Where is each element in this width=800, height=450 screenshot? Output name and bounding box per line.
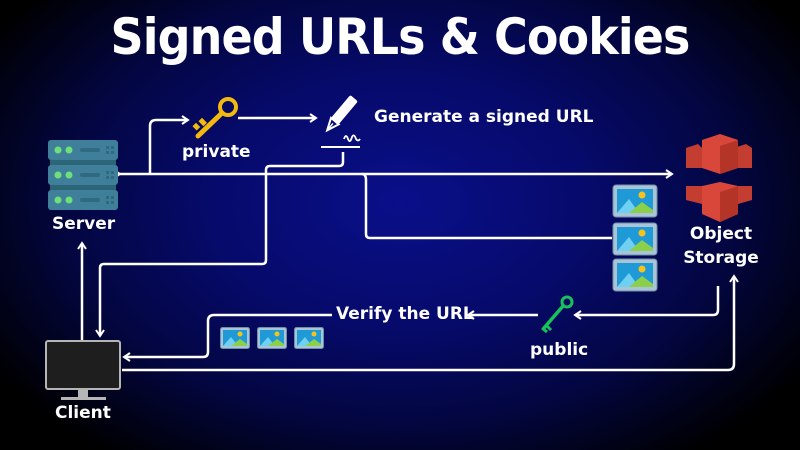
object-storage-label-1: Object — [689, 224, 753, 244]
server-label: Server — [52, 214, 116, 234]
stored-image-2 — [612, 222, 658, 260]
stored-image-3 — [612, 258, 658, 296]
server-icon[interactable] — [48, 138, 118, 210]
stored-image-1 — [612, 184, 658, 222]
public-key-label: public — [530, 340, 589, 360]
client-image-1 — [220, 327, 250, 353]
object-storage-label-2: Storage — [683, 248, 759, 268]
pen-signature-icon — [318, 93, 363, 153]
client-image-2 — [257, 327, 287, 353]
image-icon — [612, 222, 658, 256]
line-storage-public-key — [573, 286, 720, 320]
image-icon — [294, 327, 324, 349]
page-title: Signed URLs & Cookies — [110, 8, 691, 66]
object-storage-icon[interactable] — [680, 134, 760, 224]
line-pen-client — [95, 152, 345, 338]
line-client-storage — [122, 274, 739, 372]
client-label: Client — [55, 403, 111, 423]
private-key-icon — [190, 96, 240, 142]
generate-signed-url-label: Generate a signed URL — [374, 107, 594, 127]
line-verify-client — [122, 313, 332, 362]
verify-url-label: Verify the URL — [336, 304, 474, 324]
line-server-private-key — [148, 115, 190, 174]
line-branch-images — [361, 172, 612, 240]
image-icon — [612, 184, 658, 218]
image-icon — [257, 327, 287, 349]
public-key-icon — [538, 294, 578, 336]
monitor-icon[interactable] — [45, 340, 123, 402]
image-icon — [220, 327, 250, 349]
client-image-3 — [294, 327, 324, 353]
image-icon — [612, 258, 658, 292]
private-key-label: private — [182, 142, 251, 162]
